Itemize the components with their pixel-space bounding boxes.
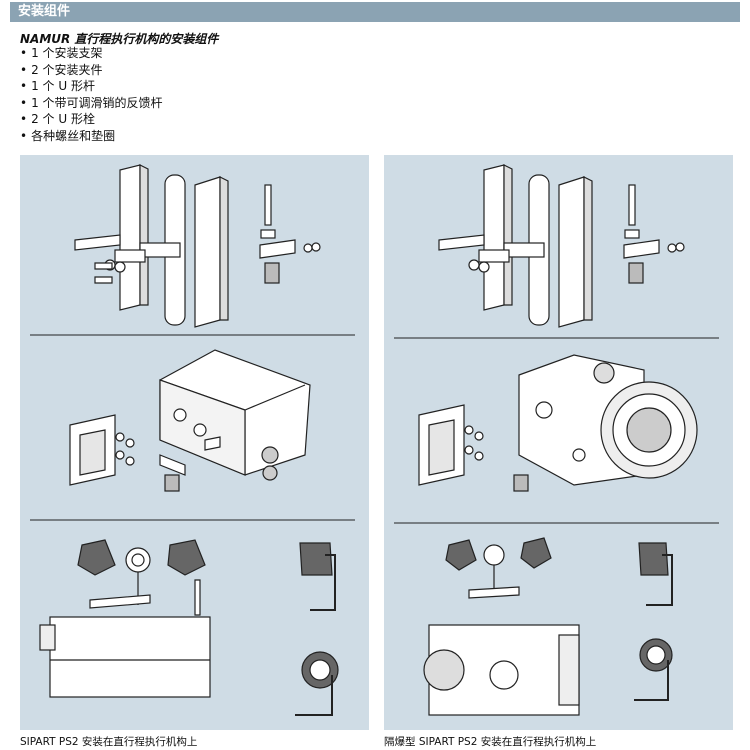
component-list: 1 个安装支架 2 个安装夹件 1 个 U 形杆 1 个带可调滑销的反馈杆 2 … xyxy=(20,45,163,145)
mounting-bracket-illustration xyxy=(418,404,529,492)
u-bolt-detail-illustration xyxy=(634,542,673,701)
left-illustration-panel xyxy=(20,155,369,730)
right-illustration xyxy=(394,164,719,716)
explosion-proof-housing-illustration xyxy=(518,354,698,486)
bolt-kit-illustration xyxy=(259,184,321,284)
yoke-illustration xyxy=(74,164,229,328)
cross-section-illustration xyxy=(423,537,580,716)
mounting-bracket-illustration xyxy=(69,414,186,492)
section-title: 安装组件 xyxy=(18,4,71,19)
list-item: 1 个带可调滑销的反馈杆 xyxy=(20,95,162,112)
left-illustration xyxy=(30,164,355,716)
list-item: 2 个安装夹件 xyxy=(20,62,163,79)
intro-subtitle: NAMUR 直行程执行机构的安装组件 xyxy=(20,32,219,46)
list-item: 2 个 U 形栓 xyxy=(20,111,163,128)
yoke-illustration xyxy=(438,164,593,328)
cross-section-illustration xyxy=(39,539,211,698)
list-item: 1 个 U 形杆 xyxy=(20,78,163,95)
right-illustration-panel xyxy=(384,155,733,730)
bolt-kit-illustration xyxy=(623,184,685,284)
list-item: 各种螺丝和垫圈 xyxy=(20,128,163,145)
positioner-housing-illustration xyxy=(159,349,311,481)
right-panel-caption: 隔爆型 SIPART PS2 安装在直行程执行机构上 xyxy=(384,736,597,748)
left-panel-caption: SIPART PS2 安装在直行程执行机构上 xyxy=(20,736,198,748)
section-header: 安装组件 xyxy=(10,2,740,22)
u-bolt-detail-illustration xyxy=(295,542,339,716)
list-item: 1 个安装支架 xyxy=(20,45,163,62)
